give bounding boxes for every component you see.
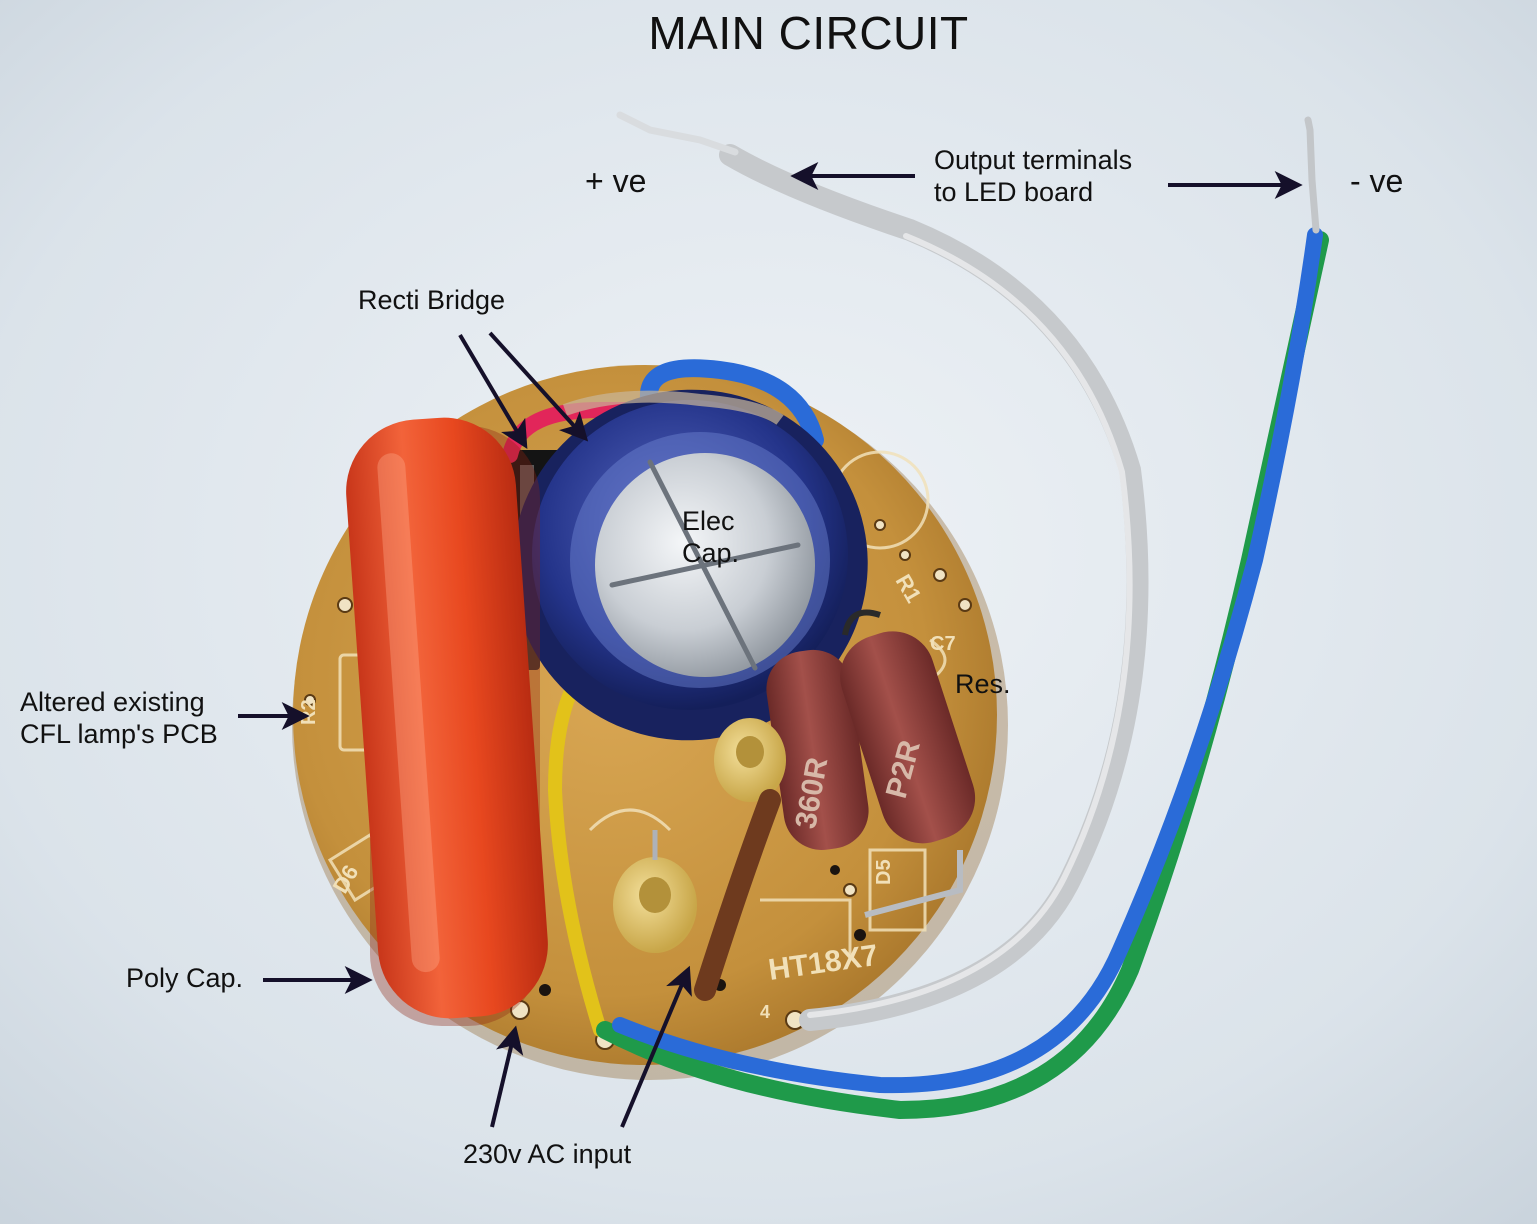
resistor-lead-top: [842, 609, 881, 636]
resistor-label: Res.: [955, 669, 1011, 699]
white-wire-highlight: [807, 233, 1133, 1018]
pcb-label: Altered existing CFL lamp's PCB: [20, 686, 218, 751]
poly-capacitor: [346, 417, 548, 1026]
ac-input-label: 230v AC input: [463, 1139, 632, 1169]
output-terminals-line-2: to LED board: [934, 177, 1094, 208]
silk-c7: C7: [930, 633, 956, 655]
resistor-360r: 360R: [766, 649, 869, 850]
ceramic-capacitor-top: [714, 718, 786, 802]
blue-wire-top: [639, 359, 824, 449]
pcb-label-line-1: Altered existing: [20, 687, 205, 717]
arrow-ac-input-right: [620, 965, 692, 1128]
recti-bridge-label: Recti Bridge: [358, 285, 506, 315]
resistor-p2r: P2R: [840, 631, 976, 844]
positive-terminal-label: + ve: [585, 163, 647, 199]
pcb-label-line-2: CFL lamp's PCB: [20, 719, 218, 750]
electrolytic-capacitor: [512, 389, 868, 741]
brown-wire: [694, 789, 781, 1001]
arrow-recti-bridge-left: [458, 333, 528, 450]
output-terminals-label: Output terminals to LED board: [934, 144, 1132, 209]
negative-wire-strands: [1304, 116, 1320, 234]
arrow-ac-input-left: [490, 1025, 524, 1128]
arrow-recti-bridge-right: [488, 331, 589, 442]
output-terminals-line-1: Output terminals: [934, 145, 1133, 175]
negative-terminal-label: - ve: [1350, 163, 1404, 199]
resistor-lead: [864, 850, 963, 918]
silk-r2: R2: [298, 699, 320, 725]
main-title: MAIN CIRCUIT: [648, 7, 969, 59]
yellow-wire: [547, 653, 607, 1037]
positive-wire-strands: [616, 111, 739, 156]
elec-cap-line-2: Cap.: [682, 538, 740, 569]
silk-4: 4: [760, 1002, 770, 1022]
elec-cap-label: Elec Cap.: [682, 505, 739, 570]
silk-d5: D5: [873, 859, 895, 885]
blue-wire: [612, 227, 1323, 1094]
elec-cap-line-1: Elec: [682, 506, 735, 536]
white-wire: [719, 144, 1149, 1031]
poly-cap-label: Poly Cap.: [126, 963, 244, 993]
ceramic-capacitor-bottom: [613, 830, 697, 953]
annotation-arrows: [238, 162, 1303, 1128]
